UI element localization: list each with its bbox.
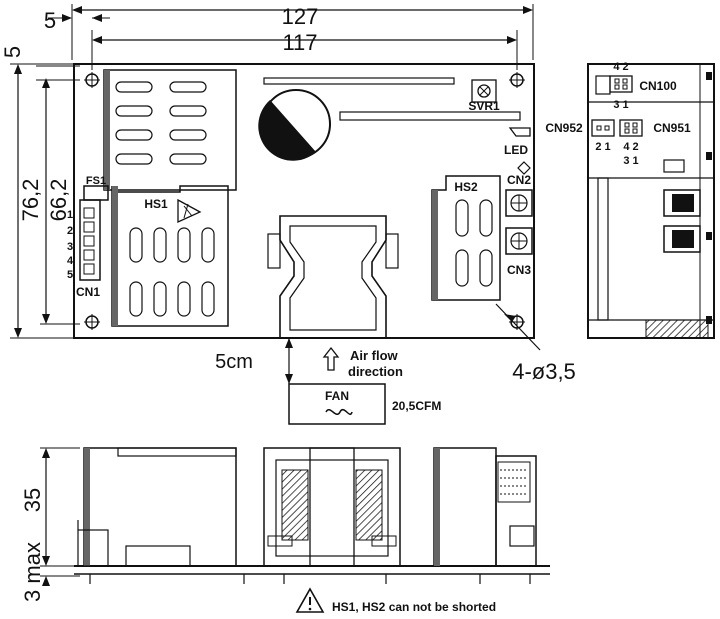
mid-rail <box>339 111 521 121</box>
dim-127: 127 <box>71 4 534 60</box>
led-label: LED <box>504 143 528 157</box>
cn952-label: CN952 <box>545 121 583 135</box>
dim-76-2: 76,2 <box>10 63 74 339</box>
connector-cn1: 1 2 3 4 5 CN1 <box>67 199 101 299</box>
input-filter-block <box>103 69 237 191</box>
warning-icon <box>295 587 325 613</box>
airflow-line2: direction <box>348 364 403 379</box>
dim-5-top-label: 5 <box>44 8 56 33</box>
holes-label: 4-ø3,5 <box>512 359 576 384</box>
fs1-label: FS1 <box>86 175 106 187</box>
connector-cn100: 4 2 CN100 3 1 <box>609 61 677 111</box>
svr1-label: SVR1 <box>468 99 500 113</box>
dim-127-label: 127 <box>282 4 319 29</box>
fan-spacing: 5cm <box>215 338 293 384</box>
hs2-label: HS2 <box>454 180 478 194</box>
dim-5-left: 5 <box>0 46 80 81</box>
dim-5cm-label: 5cm <box>215 351 253 373</box>
side-view: 4 2 CN100 3 1 CN952 2 1 CN951 4 2 3 1 <box>545 61 715 339</box>
dim-66-2: 66,2 <box>40 78 80 325</box>
airflow-indicator: Air flow direction <box>322 346 403 379</box>
dim-5-top: 5 <box>44 8 110 33</box>
mounting-hole-br <box>509 314 525 330</box>
heatsink-hs2: HS2 <box>431 175 501 301</box>
cn100-pins-bottom: 3 1 <box>613 99 628 111</box>
led-indicator: LED <box>504 127 531 175</box>
hs1-label: HS1 <box>144 197 168 211</box>
connector-cn951: CN951 4 2 3 1 <box>619 119 691 167</box>
mounting-hole-tr <box>509 72 525 88</box>
hs1-heatsink-symbol <box>177 198 202 224</box>
warning-text: HS1, HS2 can not be shorted <box>332 600 496 614</box>
connector-cn952: CN952 2 1 <box>545 119 615 153</box>
dim-117: 117 <box>91 30 518 70</box>
dim-5-left-label: 5 <box>0 46 25 58</box>
dim-66-2-label: 66,2 <box>46 179 71 222</box>
fan-icon <box>325 409 353 415</box>
cn100-label: CN100 <box>639 79 677 93</box>
cn1-label: CN1 <box>76 285 100 299</box>
mounting-hole-tl <box>84 72 100 88</box>
airflow-line1: Air flow <box>350 348 399 363</box>
mounting-hole-bl <box>84 314 100 330</box>
fan-label: FAN <box>325 389 349 403</box>
cn100-pins-top: 4 2 <box>613 61 628 73</box>
cn1-pin-4: 4 <box>67 255 74 267</box>
fan-box: FAN 20,5CFM <box>288 383 441 425</box>
board-top-view: FS1 1 2 3 4 5 CN1 HS1 <box>67 63 535 339</box>
cn951-pins-bottom: 3 1 <box>623 155 638 167</box>
cn952-pins: 2 1 <box>595 141 610 153</box>
cn2-label: CN2 <box>507 173 531 187</box>
cn3-label: CN3 <box>507 263 531 277</box>
trimmer-svr1: SVR1 <box>468 79 500 113</box>
cn951-label: CN951 <box>653 121 691 135</box>
front-view <box>74 447 550 584</box>
connector-cn3: CN3 <box>505 227 533 277</box>
holes-callout: 4-ø3,5 <box>495 303 576 384</box>
top-rail <box>263 77 455 85</box>
warning-note: HS1, HS2 can not be shorted <box>295 587 496 614</box>
cn1-pin-2: 2 <box>67 225 73 237</box>
dim-3max-label: 3 max <box>20 542 45 602</box>
airflow-arrow-icon <box>322 346 340 371</box>
cn1-pin-3: 3 <box>67 241 73 253</box>
cn951-pins-top: 4 2 <box>623 141 638 153</box>
dim-35: 35 <box>20 447 80 566</box>
fan-cfm-label: 20,5CFM <box>392 399 441 413</box>
dim-3max: 3 max <box>20 542 80 602</box>
dim-117-label: 117 <box>282 30 317 55</box>
dim-76-2-label: 76,2 <box>18 179 43 222</box>
heatsink-hs1: HS1 <box>111 185 229 327</box>
dim-35-label: 35 <box>20 488 45 512</box>
connector-cn2: CN2 <box>505 173 533 217</box>
cn1-pin-1: 1 <box>67 209 73 221</box>
cn1-pin-5: 5 <box>67 269 73 281</box>
bulk-capacitor <box>258 89 331 161</box>
main-transformer <box>267 215 399 339</box>
